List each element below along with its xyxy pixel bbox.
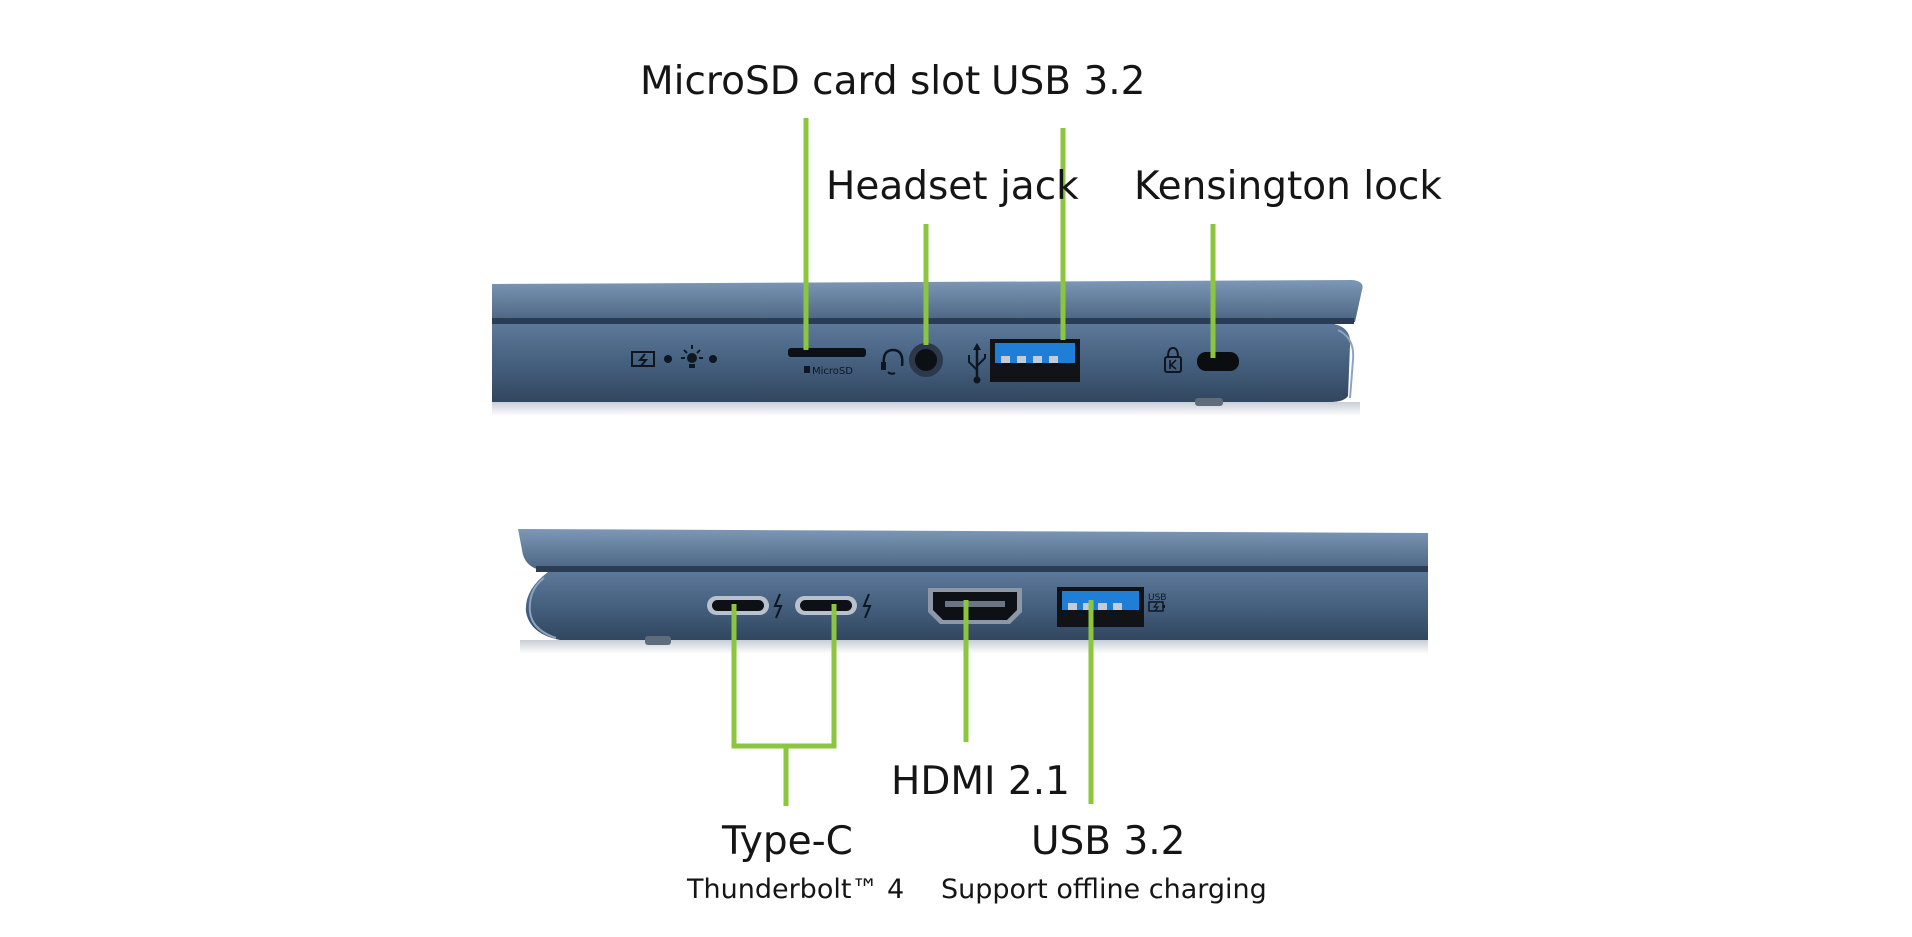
laptop-right-side: MicroSD <box>492 280 1363 416</box>
laptop-left-side: USB <box>518 529 1428 654</box>
lid-seam-top <box>492 318 1354 324</box>
leader-type-c <box>731 604 837 806</box>
led-dot-icon-2 <box>709 355 717 363</box>
usb-icon <box>968 343 986 384</box>
thunderbolt-icon <box>773 593 783 619</box>
led-dot-icon <box>664 355 672 363</box>
label-type-c-sub: Thunderbolt™ 4 <box>687 874 905 905</box>
hinge-edge-bottom <box>528 577 557 639</box>
label-type-c: Type-C <box>722 819 853 864</box>
usb-charge-icon: USB <box>1148 593 1166 612</box>
label-microsd: MicroSD card slot <box>640 59 981 104</box>
label-usb-bottom: USB 3.2 <box>1031 819 1186 864</box>
headset-icon <box>881 348 904 375</box>
lid-seam-bottom <box>536 566 1428 572</box>
kensington-icon <box>1164 346 1182 373</box>
label-usb-bottom-sub: Support offline charging <box>941 874 1267 905</box>
label-usb-top: USB 3.2 <box>991 59 1146 104</box>
lid-bottom <box>518 529 1428 570</box>
shadow-top-laptop <box>492 402 1360 416</box>
rubber-foot-bottom <box>645 636 671 645</box>
shadow-bottom-laptop <box>520 640 1428 654</box>
label-kensington: Kensington lock <box>1134 164 1442 209</box>
microsd-print-label: MicroSD <box>812 366 853 377</box>
label-hdmi: HDMI 2.1 <box>891 759 1070 804</box>
rubber-foot-top <box>1195 398 1223 406</box>
microsd-slot <box>788 348 866 357</box>
usb-charge-print: USB <box>1148 593 1166 603</box>
hinge-edge-top <box>1337 329 1355 399</box>
headset-jack-hole <box>915 349 937 371</box>
kensington-slot <box>1197 352 1239 371</box>
thunderbolt-icon-2 <box>862 593 872 619</box>
power-light-icon <box>681 345 703 368</box>
microsd-print-icon <box>804 366 810 373</box>
leader-lines <box>731 118 1216 806</box>
battery-charge-icon <box>631 351 655 367</box>
label-headset: Headset jack <box>826 164 1079 209</box>
